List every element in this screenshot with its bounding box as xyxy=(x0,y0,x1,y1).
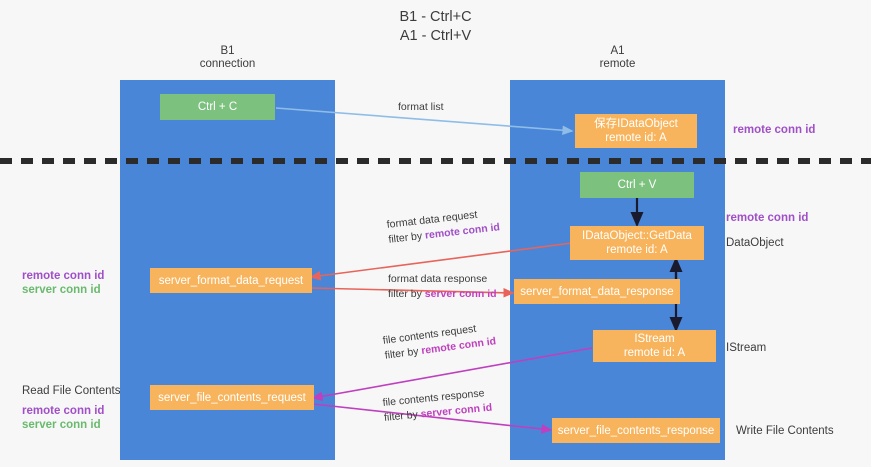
note-dataobject: DataObject xyxy=(726,237,784,249)
note-left-mid: remote conn id server conn id xyxy=(22,269,104,297)
note-left-mid-server: server conn id xyxy=(22,284,101,296)
box-server-file-contents-request[interactable]: server_file_contents_request xyxy=(150,385,314,410)
box-server-file-contents-response[interactable]: server_file_contents_response xyxy=(552,418,720,443)
edge-label-line2: filter by server conn id xyxy=(388,288,497,300)
note-left-mid-remote: remote conn id xyxy=(22,270,105,282)
box-istream[interactable]: IStream remote id: A xyxy=(593,330,716,362)
note-remote-conn-id-top: remote conn id xyxy=(733,124,816,136)
note-read-file-contents: Read File Contents xyxy=(22,385,121,397)
edge-label-line1: format data response xyxy=(388,273,488,285)
box-server-format-data-response[interactable]: server_format_data_response xyxy=(514,279,680,304)
note-write-file-contents: Write File Contents xyxy=(736,425,834,437)
edge-label-format-list: format list xyxy=(398,101,444,113)
note-left-bottom-remote: remote conn id xyxy=(22,405,105,417)
box-save-idataobject[interactable]: 保存IDataObject remote id: A xyxy=(575,114,697,148)
edge-label-file-contents-response: file contents response filter by server … xyxy=(382,386,493,426)
box-ctrl-v[interactable]: Ctrl + V xyxy=(580,172,694,198)
page-title: B1 - Ctrl+C A1 - Ctrl+V xyxy=(399,9,472,44)
box-server-format-data-request[interactable]: server_format_data_request xyxy=(150,268,312,293)
note-remote-conn-id-mid: remote conn id xyxy=(726,212,809,224)
edge-label-format-data-response: format data response filter by server co… xyxy=(388,272,497,302)
note-left-bottom-server: server conn id xyxy=(22,419,101,431)
note-left-bottom: Read File Contents remote conn id server… xyxy=(22,384,120,432)
box-idataobject-getdata[interactable]: IDataObject::GetData remote id: A xyxy=(570,226,704,260)
edge-label-format-data-request: format data request filter by remote con… xyxy=(386,205,501,247)
note-istream: IStream xyxy=(726,342,767,354)
lane-title-a1: A1 remote xyxy=(599,45,636,70)
box-ctrl-c[interactable]: Ctrl + C xyxy=(160,94,275,120)
edge-label-file-contents-request: file contents request filter by remote c… xyxy=(382,319,497,363)
lane-title-b1: B1 connection xyxy=(199,45,256,70)
